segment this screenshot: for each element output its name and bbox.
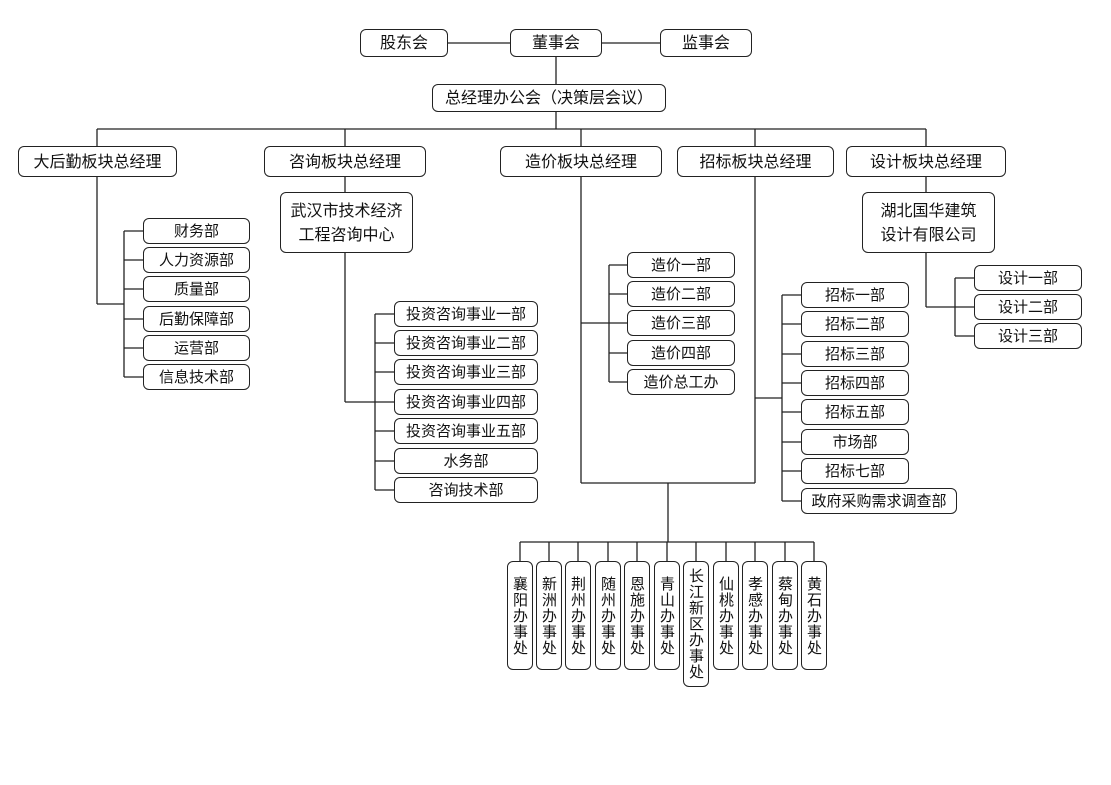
dept-box[interactable]: 人力资源部	[143, 247, 250, 273]
board-of-directors-box[interactable]: 董事会	[510, 29, 602, 57]
board-of-supervisors-box[interactable]: 监事会	[660, 29, 752, 57]
office-box[interactable]: 随州办事处	[595, 561, 621, 670]
dept-box[interactable]: 造价一部	[627, 252, 735, 278]
cost-division-gm-box[interactable]: 造价板块总经理	[500, 146, 662, 177]
dept-box[interactable]: 质量部	[143, 276, 250, 302]
dept-box[interactable]: 投资咨询事业五部	[394, 418, 538, 444]
dept-box[interactable]: 招标七部	[801, 458, 909, 484]
dept-box[interactable]: 造价三部	[627, 310, 735, 336]
logistics-division-gm-box[interactable]: 大后勤板块总经理	[18, 146, 177, 177]
dept-box[interactable]: 造价二部	[627, 281, 735, 307]
dept-box[interactable]: 设计二部	[974, 294, 1082, 320]
dept-box[interactable]: 信息技术部	[143, 364, 250, 390]
dept-box[interactable]: 招标一部	[801, 282, 909, 308]
design-division-gm-box[interactable]: 设计板块总经理	[846, 146, 1006, 177]
dept-box[interactable]: 投资咨询事业一部	[394, 301, 538, 327]
office-box[interactable]: 荆州办事处	[565, 561, 591, 670]
office-box[interactable]: 蔡甸办事处	[772, 561, 798, 670]
shareholders-meeting-box[interactable]: 股东会	[360, 29, 448, 57]
dept-box[interactable]: 造价四部	[627, 340, 735, 366]
dept-box[interactable]: 投资咨询事业四部	[394, 389, 538, 415]
bidding-division-gm-box[interactable]: 招标板块总经理	[677, 146, 834, 177]
design-company-box[interactable]: 湖北国华建筑 设计有限公司	[862, 192, 995, 253]
dept-box[interactable]: 投资咨询事业二部	[394, 330, 538, 356]
dept-box[interactable]: 招标五部	[801, 399, 909, 425]
office-box[interactable]: 仙桃办事处	[713, 561, 739, 670]
dept-box[interactable]: 水务部	[394, 448, 538, 474]
dept-box[interactable]: 招标二部	[801, 311, 909, 337]
dept-box[interactable]: 造价总工办	[627, 369, 735, 395]
office-box[interactable]: 新洲办事处	[536, 561, 562, 670]
dept-box[interactable]: 政府采购需求调查部	[801, 488, 957, 514]
dept-box[interactable]: 投资咨询事业三部	[394, 359, 538, 385]
office-box[interactable]: 黄石办事处	[801, 561, 827, 670]
dept-box[interactable]: 后勤保障部	[143, 306, 250, 332]
consulting-center-box[interactable]: 武汉市技术经济 工程咨询中心	[280, 192, 413, 253]
office-box[interactable]: 襄阳办事处	[507, 561, 533, 670]
dept-box[interactable]: 招标四部	[801, 370, 909, 396]
office-box[interactable]: 恩施办事处	[624, 561, 650, 670]
office-box[interactable]: 青山办事处	[654, 561, 680, 670]
consulting-division-gm-box[interactable]: 咨询板块总经理	[264, 146, 426, 177]
dept-box[interactable]: 财务部	[143, 218, 250, 244]
dept-box[interactable]: 咨询技术部	[394, 477, 538, 503]
gm-office-meeting-box[interactable]: 总经理办公会（决策层会议）	[432, 84, 666, 112]
office-box[interactable]: 孝感办事处	[742, 561, 768, 670]
dept-box[interactable]: 招标三部	[801, 341, 909, 367]
dept-box[interactable]: 市场部	[801, 429, 909, 455]
office-box[interactable]: 长江新区办事处	[683, 561, 709, 687]
dept-box[interactable]: 设计三部	[974, 323, 1082, 349]
dept-box[interactable]: 运营部	[143, 335, 250, 361]
dept-box[interactable]: 设计一部	[974, 265, 1082, 291]
